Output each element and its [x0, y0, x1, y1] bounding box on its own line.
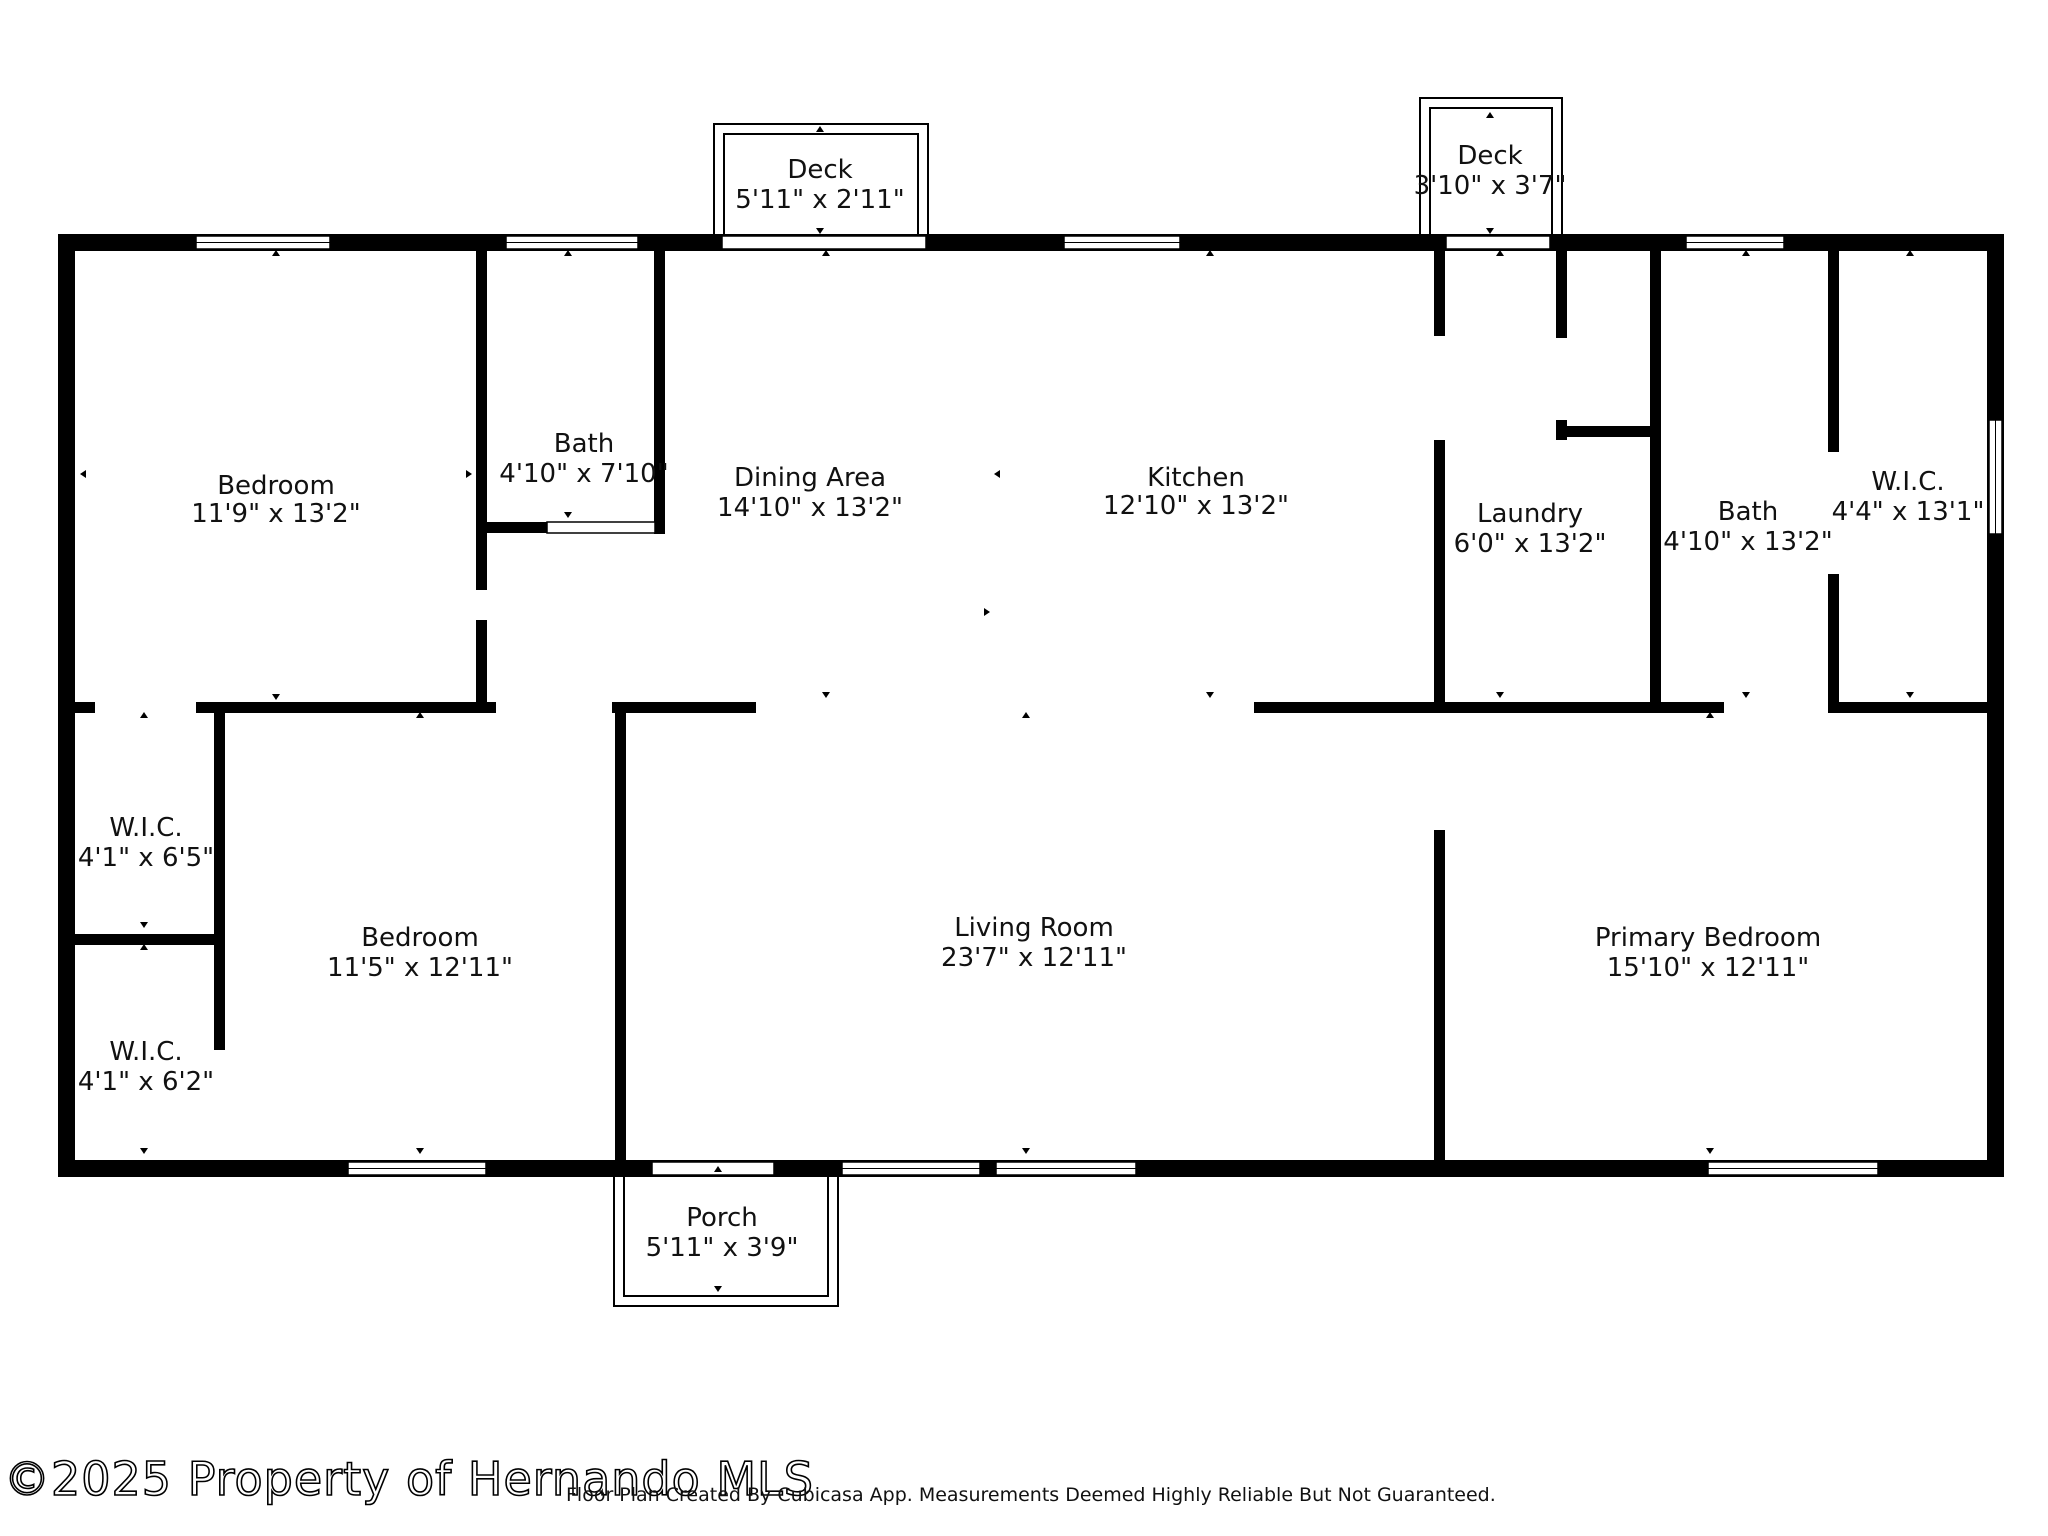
room-name-porch: Porch — [686, 1203, 758, 1233]
room-name-deck-1: Deck — [787, 155, 852, 185]
room-labels: Bedroom 11'9" x 13'2" Bath 4'10" x 7'10"… — [78, 141, 1985, 1263]
interior-walls — [75, 250, 1988, 1160]
mls-watermark: ©2025 Property of Hernando MLS — [3, 1451, 814, 1507]
room-dims-laundry: 6'0" x 13'2" — [1454, 529, 1607, 559]
room-dims-kitchen: 12'10" x 13'2" — [1103, 491, 1289, 521]
floor-plan-disclaimer: Floor Plan Created By Cubicasa App. Meas… — [566, 1484, 1496, 1506]
dimension-ticks — [80, 112, 1914, 1292]
room-dims-living-room: 23'7" x 12'11" — [941, 943, 1127, 973]
room-name-wic-east: W.I.C. — [1871, 467, 1944, 497]
room-dims-wic-east: 4'4" x 13'1" — [1832, 497, 1985, 527]
room-name-bedroom-sw: Bedroom — [361, 923, 479, 953]
room-name-wic-lower: W.I.C. — [109, 1037, 182, 1067]
room-name-bath-primary: Bath — [1718, 497, 1778, 527]
room-name-bedroom-nw: Bedroom — [217, 471, 335, 501]
room-dims-deck-1: 5'11" x 2'11" — [735, 185, 904, 215]
room-name-bath-small: Bath — [554, 429, 614, 459]
room-name-primary-bedroom: Primary Bedroom — [1595, 923, 1821, 953]
room-dims-deck-2: 3'10" x 3'7" — [1414, 171, 1567, 201]
room-name-laundry: Laundry — [1477, 499, 1583, 529]
room-dims-porch: 5'11" x 3'9" — [646, 1233, 799, 1263]
room-dims-wic-lower: 4'1" x 6'2" — [78, 1067, 214, 1097]
room-dims-bedroom-sw: 11'5" x 12'11" — [327, 953, 513, 983]
room-dims-bath-primary: 4'10" x 13'2" — [1663, 527, 1832, 557]
room-dims-primary-bedroom: 15'10" x 12'11" — [1607, 953, 1809, 983]
door-openings — [651, 235, 1551, 1176]
room-dims-bedroom-nw: 11'9" x 13'2" — [191, 499, 360, 529]
room-name-living-room: Living Room — [954, 913, 1114, 943]
porch-outline — [613, 1166, 839, 1307]
room-dims-wic-upper: 4'1" x 6'5" — [78, 843, 214, 873]
room-name-dining-area: Dining Area — [734, 463, 886, 493]
room-name-wic-upper: W.I.C. — [109, 813, 182, 843]
room-name-kitchen: Kitchen — [1147, 463, 1245, 493]
windows — [195, 235, 2003, 1176]
room-name-deck-2: Deck — [1457, 141, 1522, 171]
room-dims-dining-area: 14'10" x 13'2" — [717, 493, 903, 523]
room-dims-bath-small: 4'10" x 7'10" — [499, 459, 668, 489]
